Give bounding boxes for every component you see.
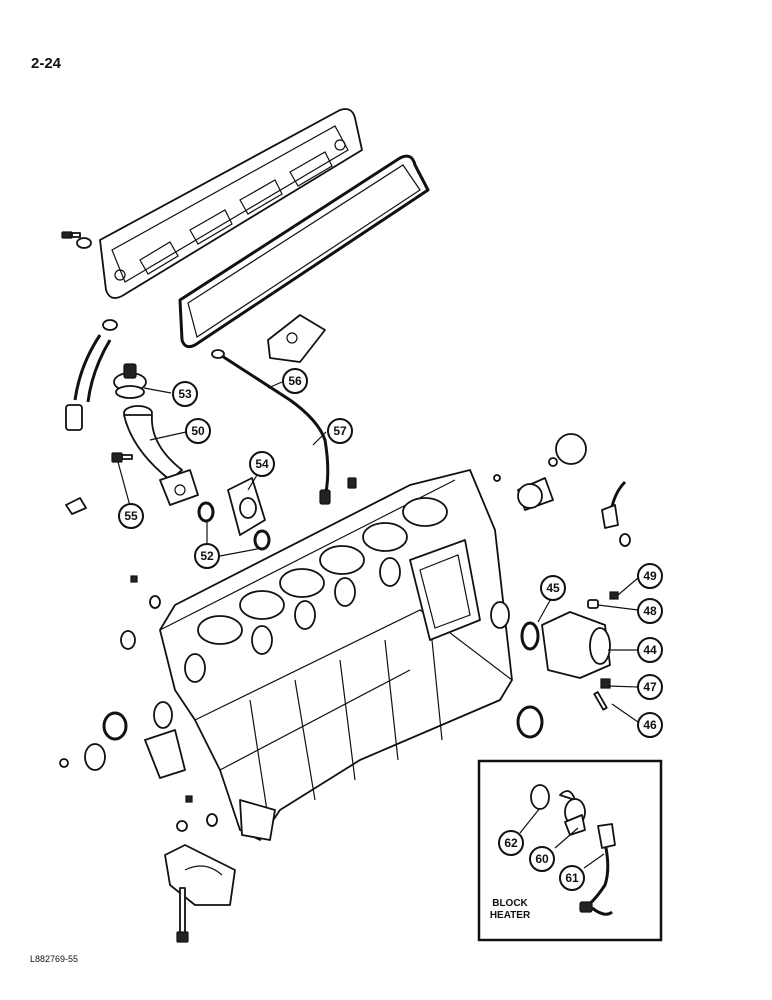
mounting-clip — [65, 497, 87, 515]
callout-48: 48 — [637, 598, 663, 624]
callout-60: 60 — [529, 846, 555, 872]
callout-50: 50 — [185, 418, 211, 444]
adapter-housing — [227, 477, 266, 536]
page-number: 2-24 — [31, 55, 62, 72]
cover-bolt — [61, 231, 92, 249]
svg-text:57: 57 — [333, 424, 347, 438]
cover-plate — [267, 314, 326, 363]
housing-fasteners — [587, 591, 619, 711]
svg-text:47: 47 — [643, 680, 657, 694]
cylinder-block — [144, 469, 513, 841]
oil-filler-cap — [113, 363, 147, 399]
callout-49: 49 — [637, 563, 663, 589]
inset-label-line2: HEATER — [490, 910, 531, 921]
svg-text:60: 60 — [535, 852, 549, 866]
dipstick-tube — [289, 398, 357, 505]
svg-text:50: 50 — [191, 424, 205, 438]
leader-lines — [117, 381, 639, 869]
rocker-cover-gasket — [178, 154, 430, 349]
dipstick — [211, 349, 291, 402]
filler-tube-bolt — [111, 452, 133, 463]
svg-text:48: 48 — [643, 604, 657, 618]
callout-44: 44 — [637, 637, 663, 663]
o-rings — [197, 501, 271, 551]
callout-56: 56 — [282, 368, 308, 394]
figure-code: L882769-55 — [30, 954, 79, 964]
breather-hose — [65, 319, 118, 431]
callout-62: 62 — [498, 830, 524, 856]
svg-text:56: 56 — [288, 374, 302, 388]
callout-47: 47 — [637, 674, 663, 700]
main-bearing-cap — [164, 844, 236, 906]
bearing-cap-bolt — [176, 887, 189, 943]
rocker-cover — [99, 108, 363, 299]
upper-right-parts — [493, 433, 631, 547]
thermostat-housing — [520, 611, 611, 679]
svg-text:52: 52 — [200, 549, 214, 563]
svg-text:44: 44 — [643, 643, 657, 657]
callout-55: 55 — [118, 503, 144, 529]
svg-text:45: 45 — [546, 581, 560, 595]
svg-text:46: 46 — [643, 718, 657, 732]
callout-61: 61 — [559, 865, 585, 891]
svg-text:55: 55 — [124, 509, 138, 523]
svg-text:61: 61 — [565, 871, 579, 885]
callout-52: 52 — [194, 543, 220, 569]
svg-text:53: 53 — [178, 387, 192, 401]
svg-text:62: 62 — [504, 836, 518, 850]
svg-text:54: 54 — [255, 457, 269, 471]
callout-57: 57 — [327, 418, 353, 444]
core-plugs — [59, 575, 544, 832]
callout-45: 45 — [540, 575, 566, 601]
svg-text:49: 49 — [643, 569, 657, 583]
callout-46: 46 — [637, 712, 663, 738]
callout-54: 54 — [249, 451, 275, 477]
oil-filler-tube — [123, 405, 199, 506]
callout-53: 53 — [172, 381, 198, 407]
inset-label-line1: BLOCK — [492, 898, 528, 909]
